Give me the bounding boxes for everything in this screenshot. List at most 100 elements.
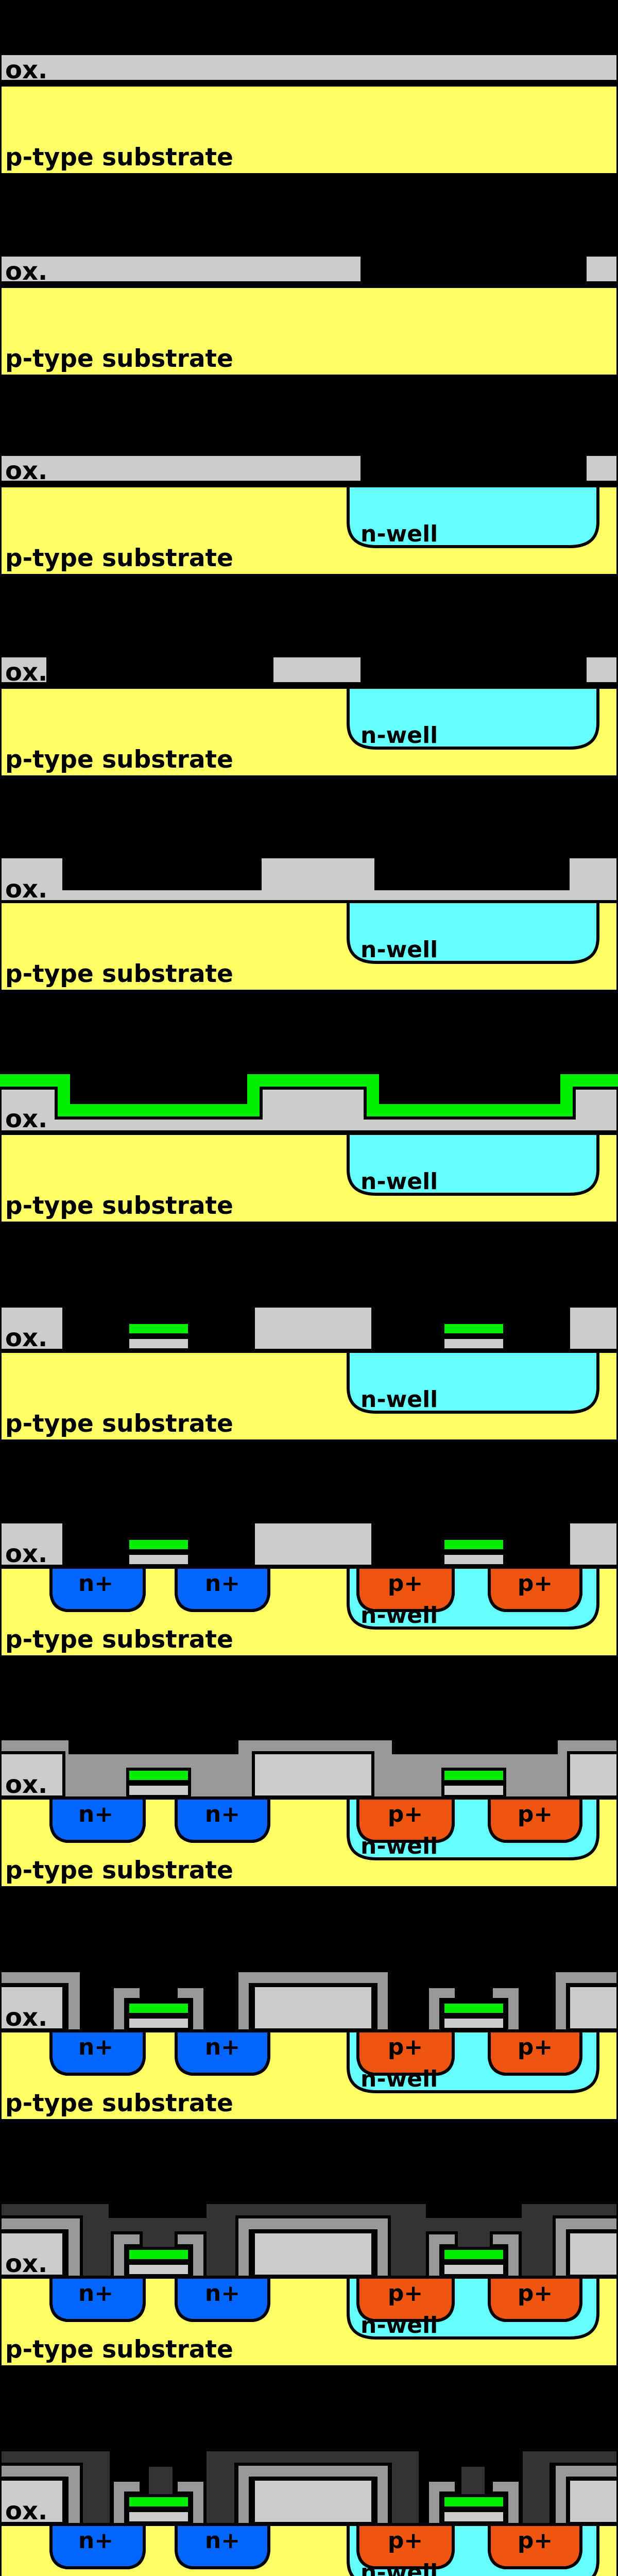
gate1-left-spacer bbox=[111, 2231, 143, 2279]
poly-gate-2 bbox=[441, 1537, 506, 1552]
nplus-label-2: n+ bbox=[205, 2528, 240, 2554]
n-plus-region-2 bbox=[175, 2276, 270, 2322]
pplus-label-1: p+ bbox=[388, 1570, 423, 1597]
pplus-label-1: p+ bbox=[388, 2034, 423, 2060]
poly-gate-1 bbox=[126, 2494, 191, 2510]
oxide-label: ox. bbox=[5, 1770, 47, 1799]
pplus-label-2: p+ bbox=[518, 2280, 553, 2307]
gate-oxide-pad-1 bbox=[126, 1336, 191, 1351]
field-oxide-block-2 bbox=[252, 1984, 374, 2031]
field-oxide-block-3 bbox=[567, 2478, 618, 2525]
nplus-label-1: n+ bbox=[78, 1801, 113, 1827]
n-plus-region-2 bbox=[175, 2029, 270, 2076]
field-oxide-block-1 bbox=[0, 1304, 65, 1352]
gate-oxide-pad-1 bbox=[126, 1783, 191, 1798]
gate2-left-spacer bbox=[426, 2231, 458, 2279]
nplus-label-2: n+ bbox=[205, 2280, 240, 2307]
field-oxide-block-2 bbox=[252, 1520, 374, 1568]
p-plus-region-2 bbox=[488, 1797, 582, 1843]
field-oxide-profile bbox=[0, 855, 618, 903]
substrate-label: p-type substrate bbox=[5, 345, 233, 373]
nplus-label-1: n+ bbox=[78, 2280, 113, 2307]
nwell-label: n-well bbox=[360, 722, 438, 749]
gate-oxide-pad-1 bbox=[126, 2262, 191, 2277]
oxide-mask-piece-2 bbox=[583, 253, 618, 284]
poly-gate-2 bbox=[441, 1768, 506, 1783]
pplus-label-2: p+ bbox=[518, 1570, 553, 1597]
cvd-oxide-left-cap bbox=[0, 2215, 83, 2279]
gate1-right-spacer bbox=[175, 1985, 207, 2032]
field-oxide-block-2 bbox=[252, 1304, 374, 1352]
oxide-label: ox. bbox=[5, 1539, 47, 1568]
substrate-label: p-type substrate bbox=[5, 2089, 233, 2117]
oxide-label: ox. bbox=[5, 658, 47, 687]
metal-contact-right bbox=[520, 2448, 618, 2526]
field-oxide-block-3 bbox=[567, 1751, 618, 1799]
pplus-label-2: p+ bbox=[518, 2528, 553, 2554]
n-plus-region-1 bbox=[49, 2523, 146, 2569]
field-oxide-block-1 bbox=[0, 1520, 65, 1568]
nplus-label-2: n+ bbox=[205, 2034, 240, 2060]
pplus-label-2: p+ bbox=[518, 2034, 553, 2060]
field-oxide-block-3 bbox=[567, 1304, 618, 1352]
gate-oxide-pad-2 bbox=[441, 2509, 506, 2524]
field-oxide-block-3 bbox=[567, 1984, 618, 2031]
pplus-label-1: p+ bbox=[388, 2528, 423, 2554]
oxide-mask-piece-1 bbox=[0, 453, 364, 484]
metal-gate1-plug bbox=[146, 2464, 176, 2497]
p-plus-region-1 bbox=[356, 1566, 455, 1612]
substrate-label: p-type substrate bbox=[5, 960, 233, 988]
n-plus-region-1 bbox=[49, 1566, 146, 1612]
n-well-region bbox=[347, 686, 599, 750]
field-oxide-block-1 bbox=[0, 2478, 65, 2525]
n-well-region bbox=[347, 484, 599, 548]
n-plus-region-1 bbox=[49, 1797, 146, 1843]
poly-gate-1 bbox=[126, 2001, 191, 2016]
gate-oxide-pad-2 bbox=[441, 1552, 506, 1567]
field-oxide-block-3 bbox=[567, 1520, 618, 1568]
cvd-oxide-middle-cap bbox=[235, 2215, 391, 2279]
substrate-label: p-type substrate bbox=[5, 1192, 233, 1220]
substrate-label: p-type substrate bbox=[5, 745, 233, 774]
oxide-mask-piece-2 bbox=[270, 654, 364, 685]
pplus-label-1: p+ bbox=[388, 2280, 423, 2307]
oxide-label: ox. bbox=[5, 56, 47, 84]
nplus-label-1: n+ bbox=[78, 2034, 113, 2060]
nwell-label: n-well bbox=[360, 1602, 438, 1629]
gate1-right-spacer bbox=[175, 2231, 207, 2279]
n-plus-region-2 bbox=[175, 2523, 270, 2569]
gate-oxide-pad-1 bbox=[126, 2015, 191, 2031]
substrate-label: p-type substrate bbox=[5, 1856, 233, 1885]
poly-gate-1 bbox=[126, 1537, 191, 1552]
poly-gate-2 bbox=[441, 2001, 506, 2016]
oxide-mask-piece-1 bbox=[0, 52, 618, 83]
oxide-label: ox. bbox=[5, 257, 47, 286]
gate2-right-spacer bbox=[490, 2231, 522, 2279]
gate-oxide-pad-2 bbox=[441, 1783, 506, 1798]
oxide-label: ox. bbox=[5, 2497, 47, 2526]
metal-gate2-plug bbox=[458, 2464, 488, 2497]
substrate-region bbox=[0, 285, 618, 378]
oxide-mask-piece-1 bbox=[0, 654, 49, 685]
field-oxide-block-2 bbox=[252, 2230, 374, 2278]
oxide-label: ox. bbox=[5, 456, 47, 485]
poly-gate-1 bbox=[126, 1768, 191, 1783]
p-plus-region-1 bbox=[356, 1797, 455, 1843]
poly-gate-1 bbox=[126, 2247, 191, 2262]
nwell-label: n-well bbox=[360, 1833, 438, 1859]
metal-bridge-middle bbox=[203, 2448, 422, 2526]
p-plus-region-1 bbox=[356, 2523, 455, 2569]
field-oxide-block-1 bbox=[0, 1984, 65, 2031]
p-plus-region-2 bbox=[488, 1566, 582, 1612]
oxide-label: ox. bbox=[5, 2249, 47, 2278]
poly-gate-1 bbox=[126, 1321, 191, 1336]
process-step-1: ox.p-type substrate bbox=[0, 52, 618, 176]
p-plus-region-2 bbox=[488, 2523, 582, 2569]
